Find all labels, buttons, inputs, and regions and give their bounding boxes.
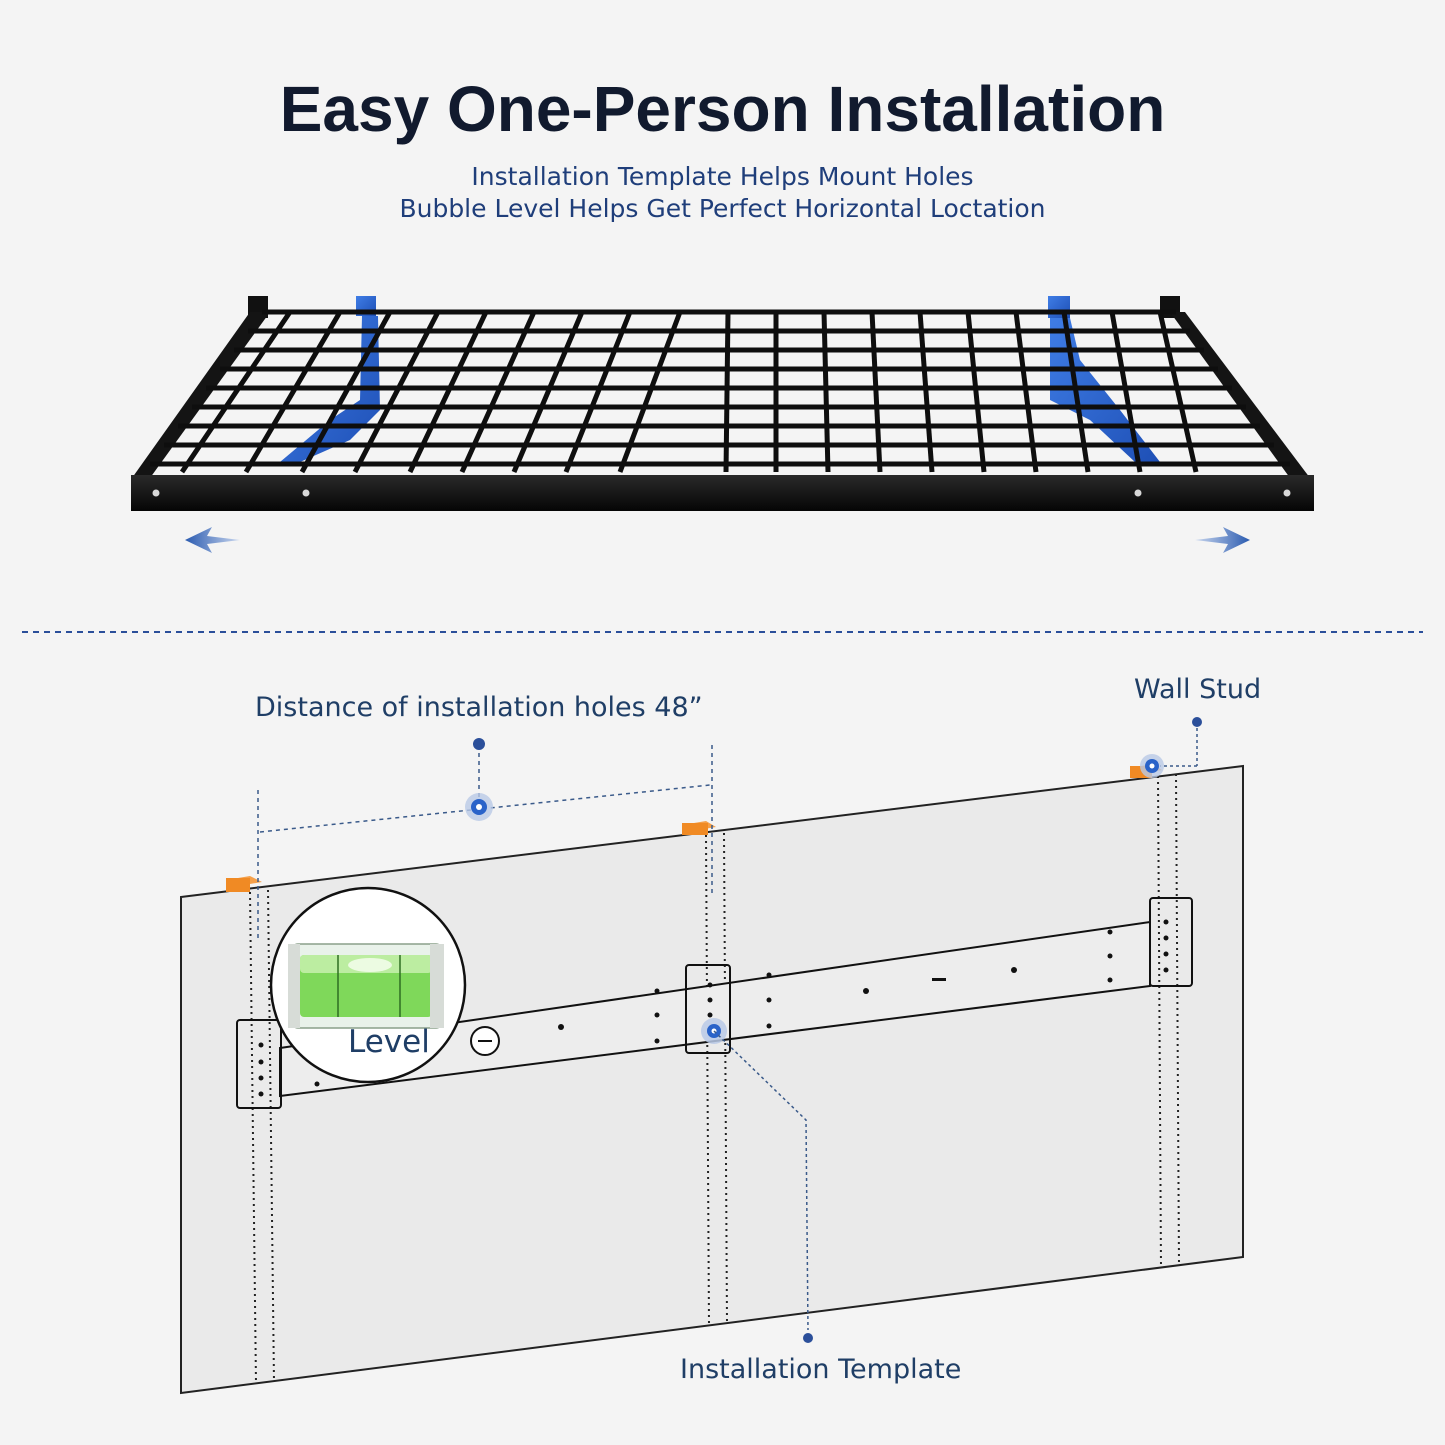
template-horizontal-slot (470, 1026, 500, 1056)
shelf-vertical-wires (179, 310, 1199, 474)
stud-dotted-lines (249, 773, 1180, 1385)
left-side-frame (132, 312, 270, 478)
wall-stud-marker (1140, 754, 1164, 778)
wall-stud-callout-line (1160, 728, 1198, 767)
page-title: Easy One-Person Installation (279, 73, 1166, 145)
level-label: Level (348, 1024, 430, 1060)
subtitle-line-1: Installation Template Helps Mount Holes (471, 162, 974, 191)
front-rail-holes (152, 489, 1291, 497)
distance-marker (465, 793, 493, 821)
wall-stud-label: Wall Stud (1134, 674, 1262, 705)
template-holes (258, 919, 1169, 1097)
template-brackets (236, 897, 1193, 1109)
arrow-right-icon (1195, 527, 1250, 553)
callout-dot-icon (473, 738, 485, 750)
subtitle-line-2: Bubble Level Helps Get Perfect Horizonta… (399, 194, 1046, 223)
callout-dot-icon (803, 1333, 813, 1343)
wall-panel (180, 764, 1244, 1395)
installation-template-label: Installation Template (680, 1354, 962, 1385)
arrow-left-icon (185, 527, 240, 553)
left-blue-bracket (280, 296, 380, 462)
callout-dot-icon (1192, 717, 1202, 727)
template-callout-line (713, 1030, 809, 1331)
shelf-front-rail (131, 475, 1314, 511)
shelf-horizontal-wires (150, 309, 1290, 467)
bubble-level-icon (269, 886, 467, 1084)
distance-label: Distance of installation holes 48” (255, 692, 703, 723)
right-side-frame (1170, 312, 1310, 478)
